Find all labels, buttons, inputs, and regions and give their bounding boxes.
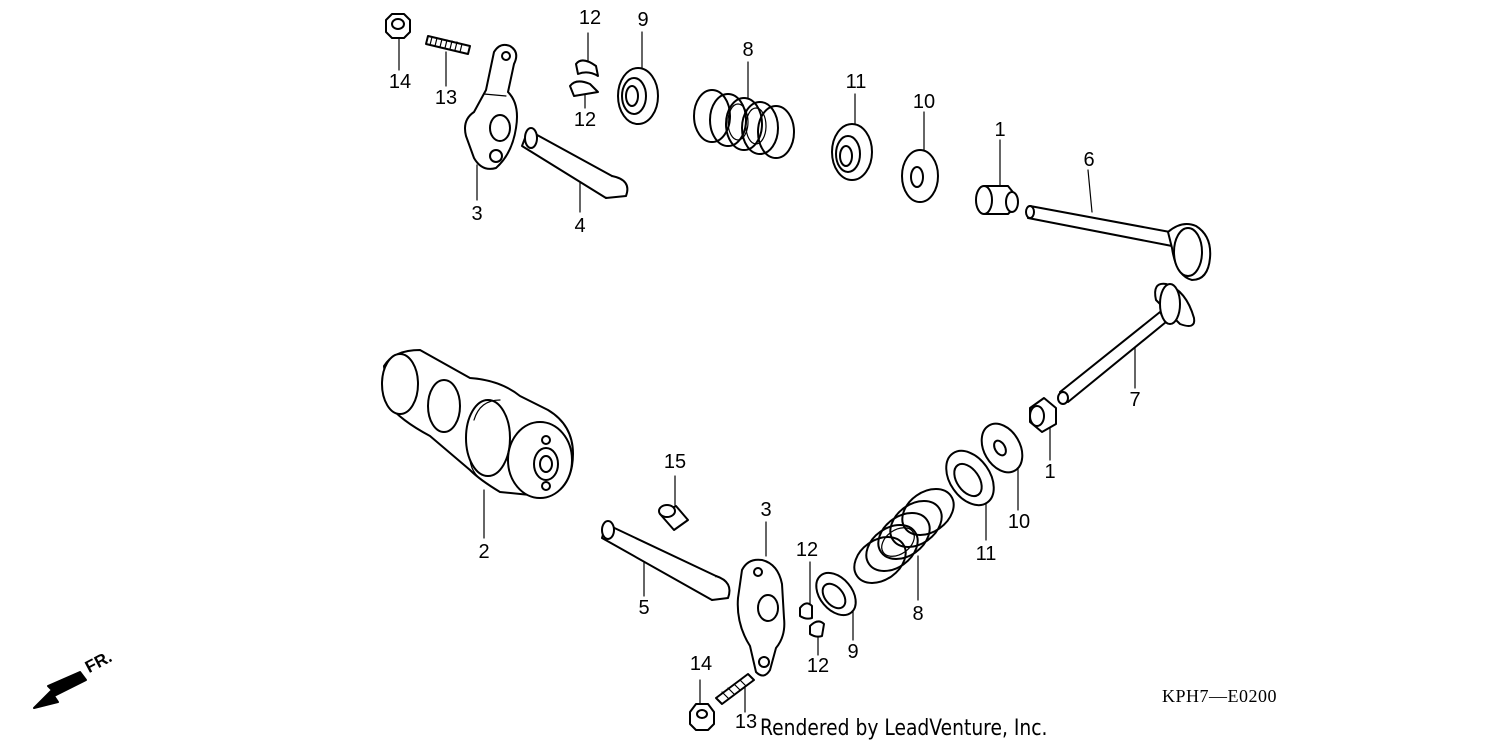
callout-11: 11 [845,71,867,93]
callout-5: 5 [638,597,650,619]
callout-10: 10 [912,91,936,113]
callout-3: 3 [471,203,483,225]
nut-icon [385,13,411,39]
camshaft-icon [381,349,574,499]
spring-retainer-icon [815,571,857,617]
callout-1: 1 [994,119,1006,141]
stem-seal-icon [1029,397,1057,433]
callout-8: 8 [742,39,754,61]
callout-12: 12 [573,109,597,131]
callout-11: 11 [975,543,997,565]
callout-2: 2 [478,541,490,563]
callout-14: 14 [689,653,713,675]
nut-icon [689,703,715,731]
rocker-arm-icon [464,43,518,170]
spring-retainer-icon [617,67,659,125]
valve-cotter-icon [799,602,825,638]
washer-icon [980,422,1024,474]
callout-9: 9 [847,641,859,663]
valve-cotter-icon [569,59,599,97]
callout-13: 13 [434,87,458,109]
adjusting-screw-icon [425,35,471,55]
valve-spring-icon [693,89,795,159]
render-credit: Rendered by LeadVenture, Inc. [760,716,1048,741]
valve-spring-icon [853,488,955,584]
washer-icon [901,149,939,203]
callout-10: 10 [1007,511,1031,533]
rocker-arm-icon [736,558,786,677]
callout-4: 4 [574,215,586,237]
stem-seal-icon [975,185,1019,215]
callout-13: 13 [734,711,758,733]
callout-12: 12 [795,539,819,561]
front-direction-arrow-icon [33,671,87,709]
callout-7: 7 [1129,389,1141,411]
callout-6: 6 [1083,149,1095,171]
callout-3: 3 [760,499,772,521]
callout-1: 1 [1044,461,1056,483]
leader-lines [398,31,1136,713]
spring-seat-icon [831,123,873,181]
callout-12: 12 [578,7,602,29]
callout-14: 14 [388,71,412,93]
drawing-code: KPH7—E0200 [1162,686,1278,706]
rocker-shaft-icon [601,520,731,601]
spring-seat-icon [945,449,995,507]
callout-9: 9 [637,9,649,31]
dowel-pin-icon [658,504,689,531]
adjusting-screw-icon [715,673,755,705]
valve-icon [1025,205,1212,281]
valve-icon [1057,282,1196,405]
callout-12: 12 [806,655,830,677]
rocker-shaft-icon [521,127,629,199]
callout-8: 8 [912,603,924,625]
callout-15: 15 [663,451,687,473]
